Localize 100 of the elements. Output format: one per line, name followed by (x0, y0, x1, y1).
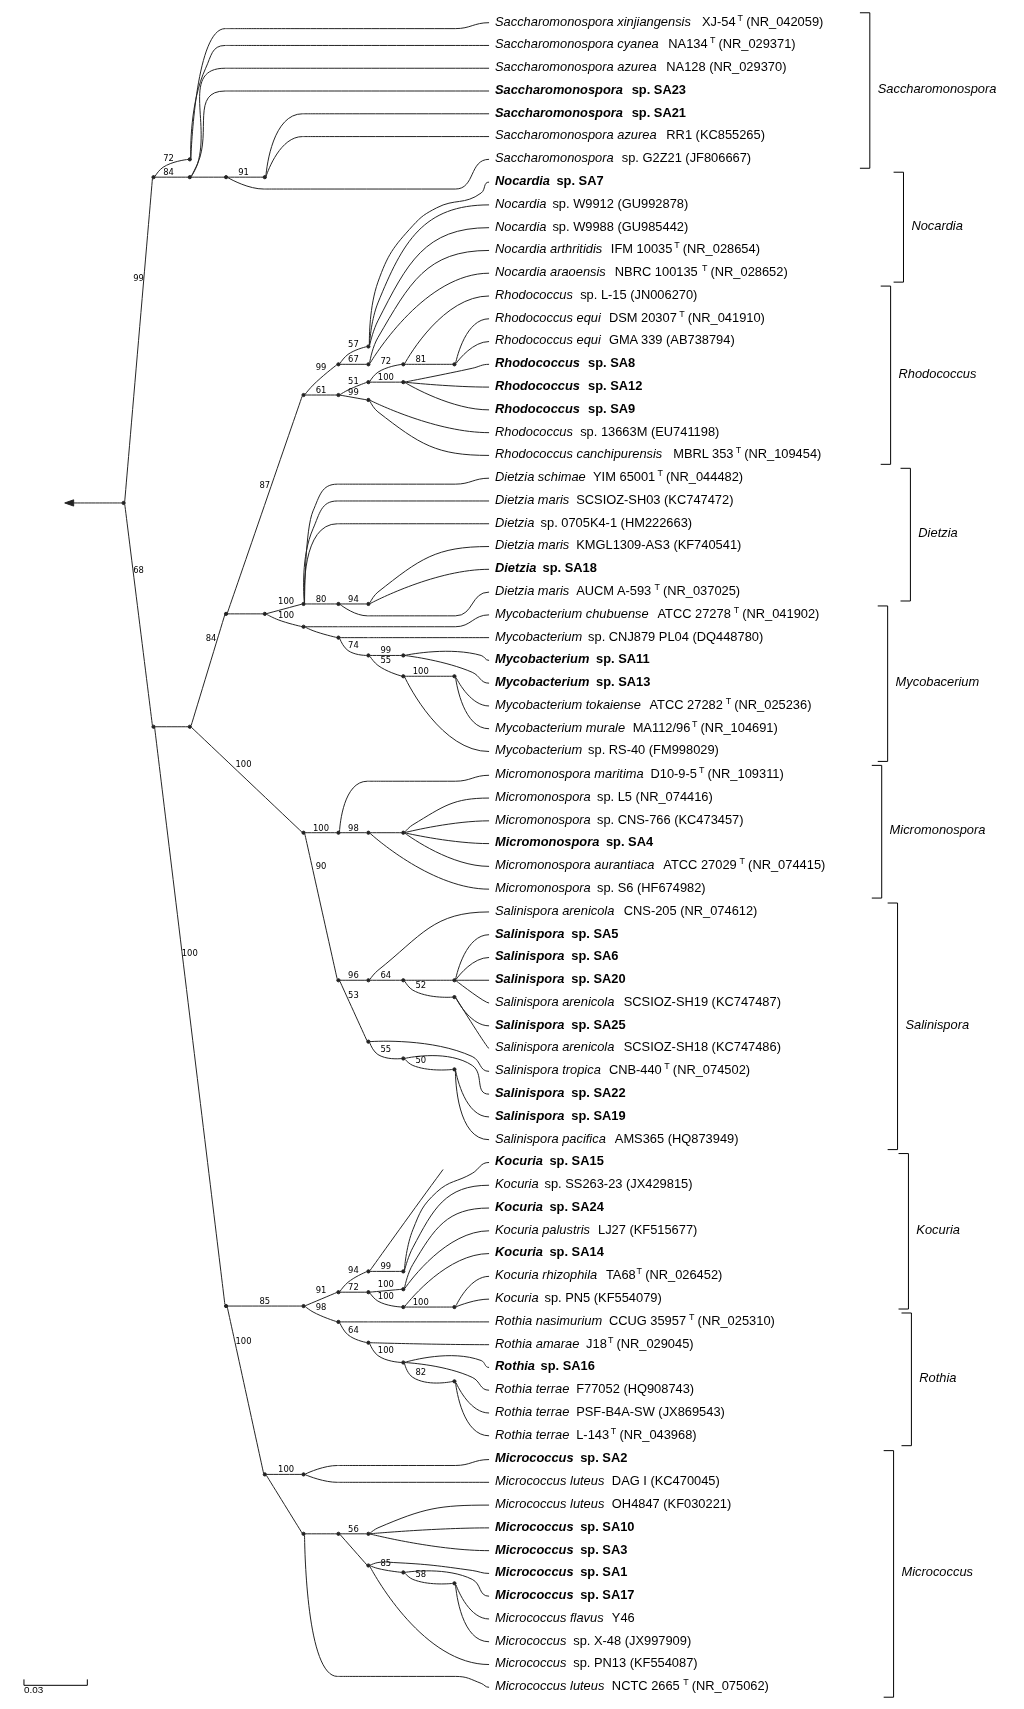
node-point (336, 1290, 341, 1295)
connector (339, 1321, 490, 1323)
node-text: Kocuria palustris LJ27 (KF515677) (495, 1221, 698, 1237)
label: Micromonospora (889, 822, 986, 838)
edge-label: 72 (348, 1282, 359, 1293)
connector (339, 1322, 368, 1344)
connector (404, 1570, 490, 1597)
node-point (187, 157, 192, 162)
connector (369, 832, 490, 890)
arrow (64, 499, 123, 507)
connector (404, 295, 490, 365)
connector (369, 249, 490, 364)
label: Salinispora (905, 1016, 970, 1032)
connector (369, 654, 403, 656)
edge-label: 68 (133, 565, 144, 576)
connector (154, 726, 189, 728)
edge-label: 80 (315, 593, 327, 604)
node-text: Saccharomonospora sp. G2Z21 (JF806667) (495, 150, 752, 166)
connector (404, 1572, 453, 1585)
connector (404, 675, 454, 677)
node-point (336, 1531, 341, 1536)
connector (454, 1070, 490, 1141)
node-point (401, 380, 406, 385)
connector (226, 1306, 265, 1474)
edge-label: 94 (348, 1265, 359, 1276)
connector (369, 832, 403, 834)
node-text: Micrococcus sp. X-48 (JX997909) (495, 1632, 692, 1648)
connector (369, 1342, 490, 1346)
node-point (452, 1379, 457, 1384)
connector (404, 1184, 490, 1271)
edge-label: 100 (412, 1296, 429, 1307)
node-point (366, 380, 371, 385)
edge-label: 100 (235, 759, 252, 770)
node-text: Salinispora sp. SA6 (495, 948, 619, 964)
node-point (366, 830, 371, 835)
edge-label: 61 (315, 384, 327, 395)
node-text: Rhodococcus sp. SA9 (495, 400, 636, 416)
node-text: Rothia terrae F77052 (HQ908743) (495, 1381, 695, 1397)
node-text: Saccharomonospora sp. SA21 (495, 104, 686, 120)
node-text: Rhodococcus sp. 13663M (EU741198) (495, 423, 720, 439)
edge-label: 100 (312, 822, 330, 833)
edge-label: 99 (380, 1261, 392, 1272)
node-point (366, 1340, 371, 1345)
connector (369, 979, 403, 981)
connector (455, 341, 490, 364)
connector (339, 637, 490, 639)
connector (404, 1207, 490, 1289)
edge-label: 100 (377, 1290, 394, 1301)
node-text: Salinispora arenicola CNS-205 (NR_074612) (495, 902, 758, 918)
connector (455, 1070, 490, 1118)
node-point (452, 674, 457, 679)
node-point (366, 362, 371, 367)
node-point (262, 1472, 267, 1477)
connector (369, 1561, 490, 1574)
connector (339, 346, 368, 364)
node-point (151, 724, 156, 729)
edge-label: 100 (377, 1345, 394, 1356)
connector (339, 774, 490, 832)
connector (304, 477, 490, 604)
node-text: Nocardia sp. W9988 (GU985442) (495, 218, 689, 234)
node-point (401, 1056, 406, 1061)
connector (339, 832, 367, 834)
label: Rothia (919, 1369, 957, 1385)
connector (339, 1271, 368, 1292)
node-text: Saccharomonospora cyanea NA134$^{T}$ (NR_029371) (495, 35, 796, 52)
connector (369, 1040, 490, 1072)
edge-label: 100 (235, 1336, 252, 1347)
node-text: Micrococcus luteus NCTC 2665$^{T}$ (NR_075062) (495, 1677, 769, 1694)
node-point (336, 362, 341, 367)
node-point (336, 1319, 341, 1324)
edge-label: 67 (348, 354, 359, 365)
connector (190, 22, 490, 159)
connector (124, 178, 153, 503)
label: Micrococcus (901, 1564, 973, 1580)
node-point (366, 344, 371, 349)
node-text: Rothia terrae L-143$^{T}$ (NR_043968) (495, 1425, 697, 1442)
node-point (262, 175, 267, 180)
node-point (187, 175, 192, 180)
connector (369, 546, 490, 604)
connector (227, 1305, 303, 1307)
node-point (401, 362, 406, 367)
connector (404, 832, 490, 867)
node-point (366, 978, 371, 983)
connector (404, 980, 454, 998)
node-text: Micrococcus sp. SA10 (495, 1518, 635, 1534)
node-point (336, 392, 341, 398)
label: 0.03 (23, 1684, 44, 1696)
edge-label: 96 (348, 970, 359, 981)
connector (404, 650, 490, 661)
node-text: Mycobacterium sp. SA11 (495, 651, 650, 667)
connector (369, 1288, 403, 1293)
connector (455, 934, 490, 980)
edge-label: 64 (348, 1324, 359, 1335)
node-text: Mycobacterium sp. CNJ879 PL04 (DQ448780) (495, 628, 764, 644)
node-text: Kocuria rhizophila TA68$^{T}$ (NR_026452) (495, 1266, 723, 1283)
node-point (301, 1531, 306, 1536)
node-text: Saccharomonospora azurea RR1 (KC855265) (495, 127, 765, 143)
node-text: Rothia amarae J18$^{T}$ (NR_029045) (495, 1334, 694, 1351)
node-text: Micrococcus sp. SA1 (495, 1564, 628, 1580)
node-point (223, 175, 229, 180)
